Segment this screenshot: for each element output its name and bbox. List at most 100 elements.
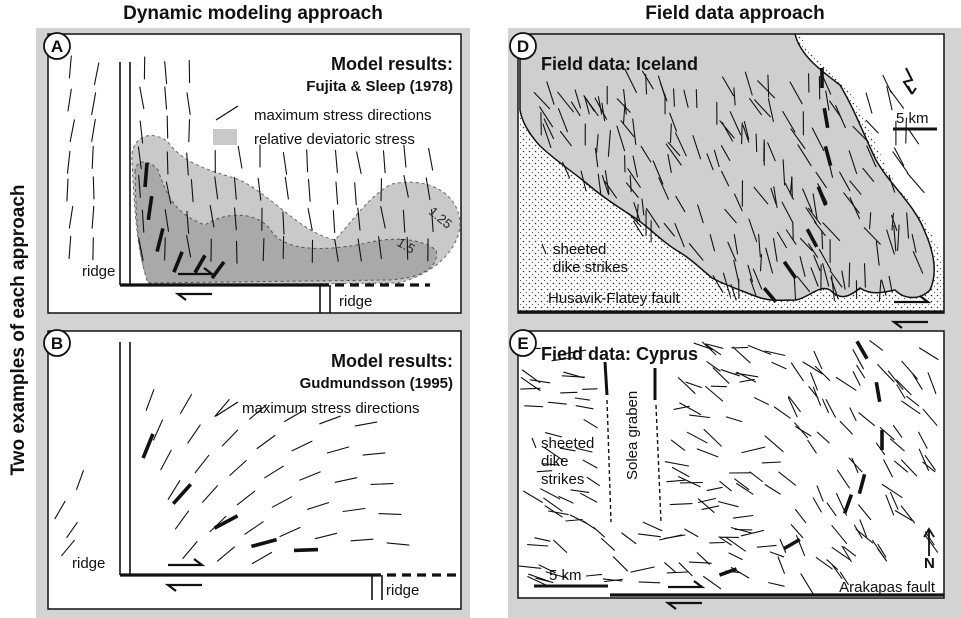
dike-tick xyxy=(674,132,687,157)
dike-tick xyxy=(713,149,720,168)
dike-tick xyxy=(790,362,804,382)
dike-tick xyxy=(544,432,563,438)
stress-tick xyxy=(186,152,189,176)
stress-tick xyxy=(402,209,406,233)
stress-tick xyxy=(332,210,336,234)
dike-tick xyxy=(812,193,818,220)
dike-tick xyxy=(865,92,873,114)
dike-tick xyxy=(825,399,836,418)
dike-tick xyxy=(754,99,771,118)
stress-tick xyxy=(160,449,172,471)
dike-tick xyxy=(813,350,823,370)
dike-tick xyxy=(604,180,618,199)
dike-tick xyxy=(881,279,887,296)
dike-tick xyxy=(795,426,812,437)
stress-tick xyxy=(209,515,227,533)
dike-tick xyxy=(877,364,895,383)
dike-tick xyxy=(574,397,591,401)
dike-tick xyxy=(749,278,757,296)
dike-tick xyxy=(843,546,857,557)
dike-tick xyxy=(575,405,594,410)
stress-tick xyxy=(214,176,219,200)
stress-tick xyxy=(91,118,96,142)
stress-tick xyxy=(314,532,338,540)
stress-tick xyxy=(334,149,338,173)
dike-tick xyxy=(657,75,666,97)
dike-tick xyxy=(582,459,598,469)
panel-b-title: Model results: xyxy=(331,351,453,371)
dike-tick xyxy=(721,170,730,187)
stress-tick xyxy=(54,500,66,520)
dike-tick-bold xyxy=(822,107,830,129)
stress-tick xyxy=(141,209,145,233)
dike-tick xyxy=(841,270,846,290)
stress-tick xyxy=(209,204,215,228)
stress-tick xyxy=(137,146,142,170)
stress-tick-bold xyxy=(213,514,239,530)
dike-tick xyxy=(621,532,637,545)
dike-tick xyxy=(896,384,906,399)
dike-tick-bold xyxy=(762,286,778,304)
dike-tick xyxy=(772,237,778,262)
stress-tick xyxy=(214,399,230,417)
dike-tick xyxy=(632,118,637,145)
dike-tick xyxy=(666,571,688,574)
dike-tick xyxy=(703,428,722,447)
dike-tick xyxy=(544,505,563,518)
dike-tick xyxy=(885,494,895,516)
dike-tick xyxy=(637,533,661,538)
stress-tick xyxy=(139,120,144,144)
dike-tick xyxy=(813,254,821,272)
dike-tick xyxy=(596,133,599,154)
dike-tick xyxy=(570,489,590,493)
dike-tick xyxy=(877,543,887,558)
dike-tick xyxy=(551,356,576,362)
dike-tick xyxy=(829,100,842,118)
dike-tick xyxy=(730,284,737,301)
stress-tick xyxy=(271,496,293,508)
dike-tick xyxy=(852,349,864,370)
stress-tick-bold xyxy=(193,254,207,274)
dike-tick xyxy=(886,229,895,255)
dike-tick xyxy=(816,431,830,444)
dike-tick xyxy=(768,582,785,587)
stress-tick xyxy=(307,178,311,202)
dike-tick xyxy=(659,534,683,541)
dike-tick xyxy=(788,395,801,413)
dike-tick-bold xyxy=(857,473,867,495)
dike-tick xyxy=(548,401,567,405)
dike-tick xyxy=(851,457,859,474)
dike-tick xyxy=(574,89,582,109)
dike-tick xyxy=(636,203,639,223)
dike-tick xyxy=(747,264,754,283)
panel-b-ridge-right: ridge xyxy=(386,582,419,599)
stress-tick xyxy=(145,389,155,411)
dike-tick xyxy=(759,253,763,272)
panel-d-sheeted-1: sheeted xyxy=(553,241,606,258)
dike-tick xyxy=(570,101,581,117)
dike-tick xyxy=(601,102,606,122)
dike-tick xyxy=(862,167,875,182)
dike-tick xyxy=(889,491,899,510)
header-right: Field data approach xyxy=(645,3,824,24)
dike-tick xyxy=(695,88,698,109)
stress-tick xyxy=(431,209,434,233)
stress-tick xyxy=(236,490,256,506)
stress-tick xyxy=(93,62,100,86)
dike-tick xyxy=(802,361,823,375)
dike-tick xyxy=(799,256,806,277)
stress-tick xyxy=(69,119,75,143)
dike-tick xyxy=(671,466,690,478)
iceland-land xyxy=(519,34,935,302)
dike-tick-bold xyxy=(805,228,819,248)
dike-tick xyxy=(894,510,913,522)
dike-tick xyxy=(563,371,584,379)
stress-tick-bold xyxy=(146,195,154,221)
dike-tick-bold xyxy=(816,186,828,206)
dike-tick xyxy=(777,556,785,574)
panel-e-fault: Arakapas fault xyxy=(839,579,936,596)
dike-tick xyxy=(822,263,830,287)
dike-tick xyxy=(669,123,672,144)
dike-tick xyxy=(767,142,776,162)
dike-tick xyxy=(816,485,824,502)
